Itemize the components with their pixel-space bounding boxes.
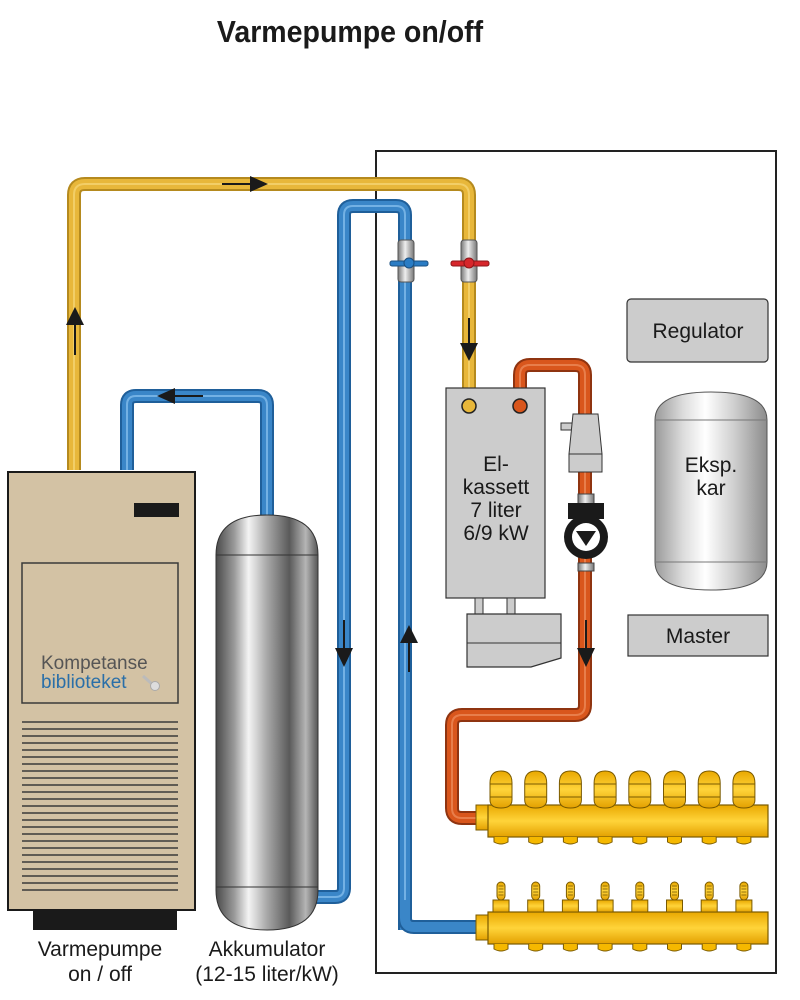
arrow-down-icon bbox=[335, 620, 353, 667]
master-label: Master bbox=[666, 625, 730, 648]
key-icon bbox=[142, 674, 160, 691]
supply-outlet bbox=[628, 770, 652, 845]
heat-pump-caption: Varmepumpe on / off bbox=[20, 937, 180, 987]
heated-flow-pipe bbox=[445, 358, 592, 825]
supply-outlet bbox=[697, 770, 721, 845]
return-outlet bbox=[735, 881, 753, 952]
supply-outlet bbox=[663, 770, 686, 845]
accumulator-caption-line1: Akkumulator bbox=[208, 938, 326, 961]
expansion-tank-label-1: Eksp. bbox=[685, 454, 738, 477]
arrow-right-icon bbox=[222, 176, 268, 192]
return-outlet bbox=[631, 881, 649, 952]
arrow-up-icon bbox=[66, 307, 84, 355]
return-outlet bbox=[596, 881, 614, 952]
heat-pump-vent-grille bbox=[22, 721, 178, 891]
accumulator-caption: Akkumulator (12-15 liter/kW) bbox=[182, 937, 352, 987]
arrow-up-icon bbox=[400, 625, 418, 672]
el-cassette-label-2: kassett bbox=[463, 476, 530, 499]
arrow-down-icon bbox=[577, 620, 595, 667]
valve-actuator[interactable] bbox=[560, 413, 603, 473]
heat-pump-display bbox=[134, 503, 179, 517]
master-box: Master bbox=[627, 614, 769, 657]
arrow-down-icon bbox=[460, 318, 478, 361]
return-outlet bbox=[492, 881, 510, 952]
supply-valve[interactable] bbox=[450, 239, 490, 283]
return-outlet bbox=[527, 881, 545, 952]
return-manifold-pipe bbox=[398, 900, 478, 934]
logo-line1: Kompetanse bbox=[41, 653, 148, 674]
supply-outlet bbox=[489, 770, 513, 845]
expansion-tank: Eksp. kar bbox=[654, 391, 768, 591]
return-pipe-to-accumulator bbox=[312, 199, 412, 930]
pump-direction-icon bbox=[576, 531, 596, 546]
supply-outlet bbox=[558, 770, 582, 845]
supply-outlet bbox=[732, 770, 756, 845]
accumulator-caption-line2: (12-15 liter/kW) bbox=[195, 963, 339, 986]
return-outlet bbox=[561, 881, 579, 952]
supply-outlet bbox=[524, 770, 548, 845]
diagram-title: Varmepumpe on/off bbox=[216, 14, 484, 49]
arrow-left-icon bbox=[157, 388, 203, 404]
indoor-unit-boundary bbox=[375, 150, 777, 974]
return-valve[interactable] bbox=[389, 239, 429, 283]
heat-pump-unit: Kompetanse biblioteket bbox=[7, 471, 196, 930]
supply-manifold bbox=[475, 770, 769, 845]
return-outlet bbox=[666, 881, 683, 952]
heat-pump-caption-line2: on / off bbox=[68, 963, 132, 986]
supply-outlet bbox=[593, 770, 617, 845]
regulator-box: Regulator bbox=[626, 298, 769, 363]
expansion-tank-label-2: kar bbox=[696, 477, 725, 500]
heat-pump-panel bbox=[21, 562, 179, 704]
el-cassette-label-4: 6/9 kW bbox=[463, 522, 529, 545]
return-outlet bbox=[700, 881, 718, 952]
heat-pump-caption-line1: Varmepumpe bbox=[37, 938, 163, 961]
regulator-label: Regulator bbox=[652, 320, 743, 343]
el-cassette-label-3: 7 liter bbox=[470, 499, 521, 522]
flow-arrows bbox=[66, 176, 595, 672]
supply-pipe bbox=[67, 177, 476, 470]
el-cassette: El- kassett 7 liter 6/9 kW bbox=[445, 387, 562, 668]
accumulator-tank bbox=[215, 514, 319, 931]
return-manifold bbox=[475, 881, 769, 952]
el-cassette-label-1: El- bbox=[483, 453, 509, 476]
circulation-pump bbox=[564, 493, 608, 572]
logo-line2: biblioteket bbox=[41, 672, 127, 693]
